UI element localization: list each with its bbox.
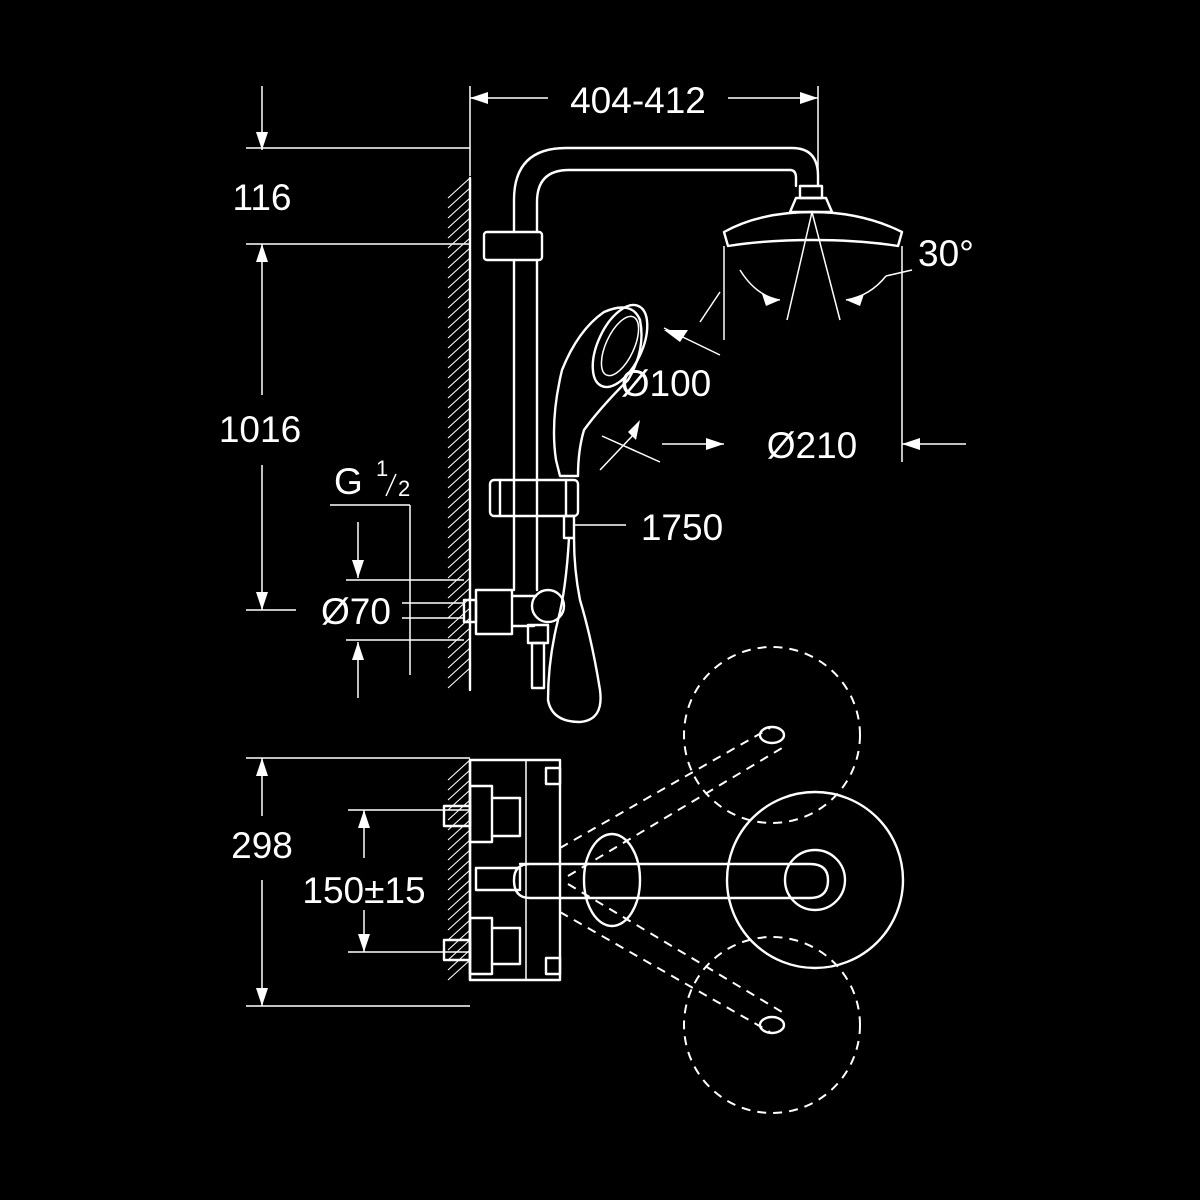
wall-hatch-line xyxy=(447,899,471,921)
wall-hatch-line xyxy=(447,437,471,459)
wall-hatch-line xyxy=(447,187,471,209)
wall-hatch-line xyxy=(447,317,471,339)
wall-hatch-line xyxy=(447,227,471,249)
wall-hatch-line xyxy=(447,407,471,429)
dim-height: 1016 xyxy=(219,409,301,450)
dim-wall-depth: 298 xyxy=(231,825,293,866)
dimension-lines-plan xyxy=(246,757,470,1007)
wall-hatch-line xyxy=(447,769,471,791)
wall-side xyxy=(447,176,472,692)
wall-hatch-line xyxy=(447,247,471,269)
wall-hatch-line xyxy=(447,869,471,891)
wall-hatch-line xyxy=(447,417,471,439)
wall-hatch-line xyxy=(447,959,471,981)
dim-centers: 150±15 xyxy=(302,870,425,911)
wall-hatch-line xyxy=(447,667,471,689)
hand-shower-side xyxy=(552,303,721,478)
wall-hatch-line xyxy=(447,297,471,319)
wall-hatch-line xyxy=(447,217,471,239)
wall-hatch-line xyxy=(447,177,471,199)
wall-hatch-line xyxy=(447,257,471,279)
wall-hatch-line xyxy=(447,859,471,881)
wall-hatch-line xyxy=(447,889,471,911)
dim-hand-shower-diameter: Ø100 xyxy=(621,363,712,404)
wall-hatch-line xyxy=(447,477,471,499)
shower-hose xyxy=(546,536,602,724)
wall-hatch-line xyxy=(447,447,471,469)
wall-hatch-line xyxy=(447,457,471,479)
wall-hatch-line xyxy=(447,267,471,289)
wall-hatch-line xyxy=(447,337,471,359)
wall-hatch-line xyxy=(447,277,471,299)
wall-hatch-line xyxy=(447,839,471,861)
dim-arm-projection: 404-412 xyxy=(570,80,706,121)
wall-hatch-line xyxy=(447,517,471,539)
wall-hatch-line xyxy=(447,487,471,509)
thermostat-plan xyxy=(442,758,562,982)
wall-hatch-line xyxy=(447,427,471,449)
dim-thread-g: G xyxy=(334,461,363,502)
wall-hatch-line xyxy=(447,347,471,369)
wall-hatch-line xyxy=(447,197,471,219)
wall-hatch-line xyxy=(447,287,471,309)
dim-spray-angle: 30° xyxy=(918,233,974,274)
head-shower-side xyxy=(722,184,913,462)
wall-hatch-line xyxy=(447,849,471,871)
wall-hatch-line xyxy=(447,819,471,841)
arm-and-heads-plan xyxy=(474,646,905,1114)
dimension-lines-side xyxy=(246,86,966,698)
wall-hatch-line xyxy=(447,537,471,559)
wall-hatch-line xyxy=(447,467,471,489)
wall-hatch-line xyxy=(447,547,471,569)
wall-hatch-line xyxy=(447,387,471,409)
wall-hatch-line xyxy=(447,557,471,579)
wall-hatch-line xyxy=(447,207,471,229)
wall-hatch-line xyxy=(447,327,471,349)
dim-thread-den: 2 xyxy=(398,476,410,501)
wall-hatch-line xyxy=(447,759,471,781)
wall-hatch-line xyxy=(447,357,471,379)
dim-mixer-diameter: Ø70 xyxy=(321,591,391,632)
wall-hatch-line xyxy=(447,527,471,549)
wall-hatch-line xyxy=(447,497,471,519)
wall-hatch-line xyxy=(447,307,471,329)
wall-hatch-line xyxy=(447,597,471,619)
dim-top-offset: 116 xyxy=(233,177,292,218)
thread-fraction-slash xyxy=(385,473,397,497)
wall-hatch-line xyxy=(447,657,471,679)
side-elevation-view: 404-412 116 1016 G 1 2 Ø70 Ø100 Ø210 30°… xyxy=(219,80,974,724)
wall-hatch-line xyxy=(447,909,471,931)
mixer-valve-side xyxy=(462,588,566,690)
wall-hatch-line xyxy=(447,829,471,851)
wall-hatch-line xyxy=(447,377,471,399)
dim-thread-num: 1 xyxy=(376,456,388,481)
dim-hose-length: 1750 xyxy=(641,507,723,548)
wall-hatch-line xyxy=(447,587,471,609)
wall-plan xyxy=(447,758,472,982)
plan-view: 298 150±15 xyxy=(231,646,905,1114)
wall-hatch-line xyxy=(447,919,471,941)
wall-hatch-line xyxy=(447,939,471,961)
wall-hatch-line xyxy=(447,779,471,801)
wall-hatch-line xyxy=(447,367,471,389)
wall-hatch-line xyxy=(447,647,471,669)
wall-hatch-line xyxy=(447,879,471,901)
wall-hatch-line xyxy=(447,567,471,589)
wall-hatch-line xyxy=(447,577,471,599)
dim-head-shower-diameter: Ø210 xyxy=(767,425,858,466)
wall-hatch-line xyxy=(447,627,471,649)
wall-hatch-line xyxy=(447,397,471,419)
wall-hatch-line xyxy=(447,507,471,529)
wall-hatch-line xyxy=(447,637,471,659)
wall-hatch-line xyxy=(447,237,471,259)
